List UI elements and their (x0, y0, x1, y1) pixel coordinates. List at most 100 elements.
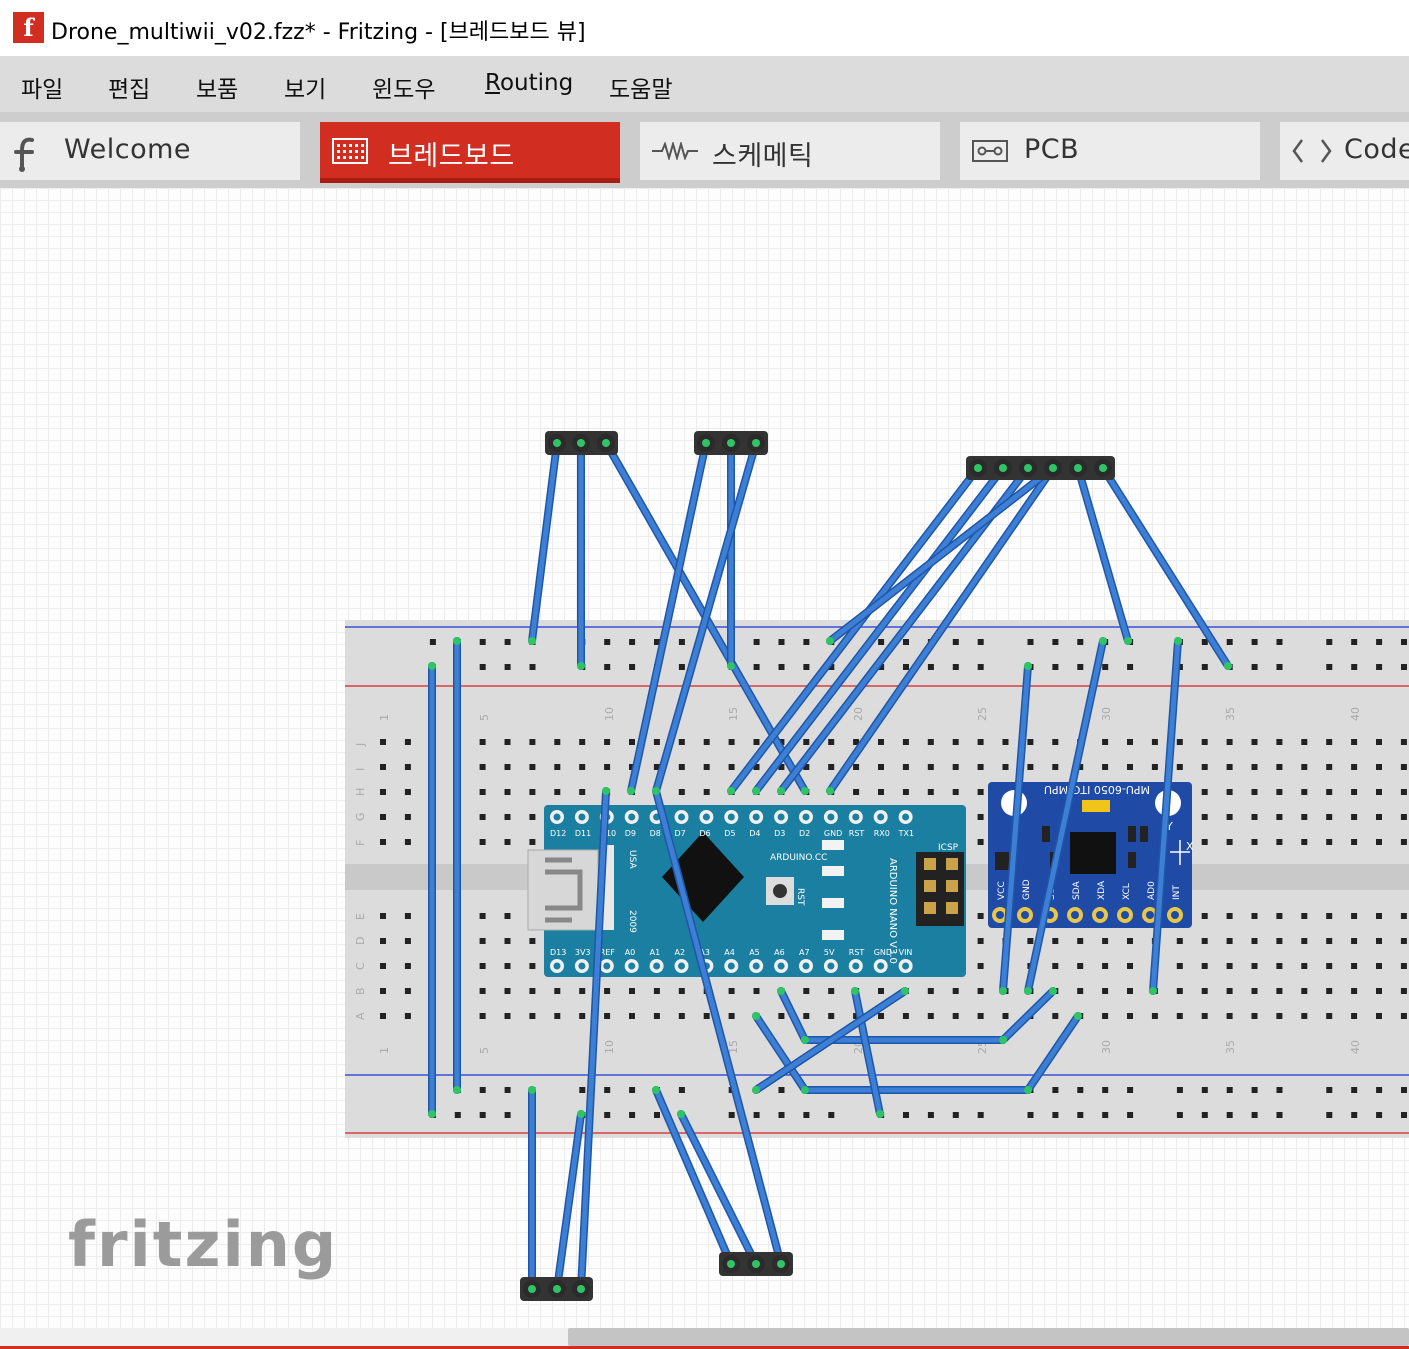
rail-hole (1127, 1112, 1134, 1118)
column-number: 15 (727, 1040, 740, 1054)
mpu-pins: VCCGNDSCLSDAXDAXCLAD0INT (992, 879, 1183, 923)
rail-hole (1052, 639, 1059, 645)
rail-hole (1401, 639, 1407, 645)
rail-hole (778, 639, 785, 645)
rail-hole (977, 1112, 984, 1118)
header-pin-contact (1024, 464, 1032, 472)
breadboard-hole (1201, 913, 1208, 919)
breadboard-hole (1226, 764, 1233, 770)
tab-breadboard[interactable]: 브레드보드 (320, 122, 620, 183)
rail-hole (1251, 1087, 1258, 1093)
breadboard-hole (803, 739, 810, 745)
wire-endpoint (777, 987, 785, 995)
menu-parts[interactable]: 보품 (196, 77, 239, 103)
breadboard-hole (1127, 1013, 1133, 1019)
wire-endpoint (901, 987, 909, 995)
header-pin-contact (1099, 464, 1107, 472)
jumper-wire (1025, 1013, 1081, 1093)
breadboard-hole (1351, 839, 1358, 845)
column-number: 30 (1100, 707, 1113, 721)
arduino-nano-board[interactable]: ARDUINO.CC ARDUINO NANO V3.0 ICSP 2009 U… (527, 805, 966, 977)
tab-breadboard-label: 브레드보드 (388, 141, 515, 172)
arduino-pin-bottom-hole (653, 962, 661, 970)
tab-pcb[interactable]: PCB (960, 122, 1260, 180)
rail-hole (678, 664, 685, 670)
breadboard-hole (1226, 988, 1233, 994)
tab-code-label: Code (1344, 134, 1409, 165)
rail-hole (1351, 1087, 1358, 1093)
rail-hole (803, 1112, 810, 1118)
breadboard-hole (479, 814, 486, 820)
jumper-wires[interactable] (428, 439, 1232, 1293)
breadboard-hole (479, 938, 486, 944)
menu-file[interactable]: 파일 (21, 77, 64, 103)
breadboard-hole (753, 988, 760, 994)
breadboard-hole (977, 764, 984, 770)
breadboard-hole (1376, 963, 1382, 969)
breadboard-hole (1326, 988, 1333, 994)
breadboard-hole (1276, 739, 1283, 745)
wire-endpoint (1024, 987, 1032, 995)
wire-endpoint (577, 662, 585, 670)
breadboard-hole (1002, 764, 1009, 770)
wire-endpoint (1124, 637, 1132, 645)
breadboard-hole (1301, 988, 1308, 994)
tab-schematic[interactable]: 스케메틱 (640, 122, 940, 180)
breadboard-hole (1351, 789, 1358, 795)
rail-hole (629, 1112, 636, 1118)
menu-routing[interactable]: Routing (485, 70, 574, 96)
arduino-pin-label: A2 (675, 948, 686, 957)
menu-help[interactable]: 도움말 (609, 77, 673, 103)
arduino-pin-label: D2 (799, 829, 810, 838)
tab-welcome[interactable]: Welcome (0, 122, 300, 180)
wire-endpoint (727, 787, 735, 795)
header-pin-contact (528, 1285, 536, 1293)
breadboard-hole (1301, 814, 1308, 820)
wire-endpoint (999, 987, 1007, 995)
rail-hole (678, 1087, 685, 1093)
arduino-pin-top-hole (902, 813, 910, 821)
mpu-6050-module[interactable]: MPU-6050 ITG/MPU X Y VCCGNDSCLSDAXDAXCLA… (988, 782, 1194, 928)
breadboard-hole (1276, 913, 1283, 919)
breadboard-hole (504, 988, 511, 994)
column-number: 20 (852, 707, 865, 721)
arduino-pin-label: VIN (899, 948, 913, 957)
breadboard-hole (1376, 839, 1382, 845)
tab-schematic-label: 스케메틱 (712, 141, 814, 172)
arduino-pin-bottom-hole (852, 962, 860, 970)
mpu-axis-y: Y (1165, 820, 1173, 833)
breadboard-hole (1351, 739, 1358, 745)
rail-hole (1077, 1087, 1084, 1093)
rail-hole (654, 639, 660, 645)
breadboard-hole (604, 764, 611, 770)
rail-hole (977, 664, 984, 670)
jumper-wire (1000, 663, 1031, 994)
fritzing-watermark: fritzing (68, 1208, 339, 1281)
menu-edit[interactable]: 편집 (108, 77, 151, 103)
breadboard-hole (952, 764, 959, 770)
arduino-pin-label: REF (600, 948, 616, 957)
pin-headers[interactable] (520, 431, 1115, 1301)
column-number: 5 (478, 1047, 491, 1054)
mpu-pin-hole (1121, 911, 1129, 919)
menu-view[interactable]: 보기 (284, 77, 327, 103)
breadboard-hole (1102, 1013, 1109, 1019)
rail-hole (604, 664, 611, 670)
breadboard-hole (878, 764, 884, 770)
menu-window[interactable]: 윈도우 (372, 77, 436, 103)
horizontal-scrollbar-thumb[interactable] (568, 1328, 1409, 1346)
breadboard-hole (653, 988, 660, 994)
arduino-brand-text: ARDUINO.CC (770, 853, 827, 863)
rail-hole (1376, 639, 1383, 645)
breadboard-hole (1251, 839, 1258, 845)
breadboard-hole (629, 764, 635, 770)
breadboard-hole (529, 988, 536, 994)
breadboard-hole (504, 938, 511, 944)
breadboard-hole (728, 764, 735, 770)
breadboard-canvas[interactable]: 1 5 10 15 20 25 30 35 40 1 5 10 15 20 25… (0, 188, 1409, 1328)
breadboard-hole (554, 764, 561, 770)
tab-code[interactable]: Code (1280, 122, 1409, 180)
arduino-pin-label: D5 (724, 829, 735, 838)
breadboard-hole (1400, 938, 1407, 944)
breadboard-hole (380, 988, 386, 994)
